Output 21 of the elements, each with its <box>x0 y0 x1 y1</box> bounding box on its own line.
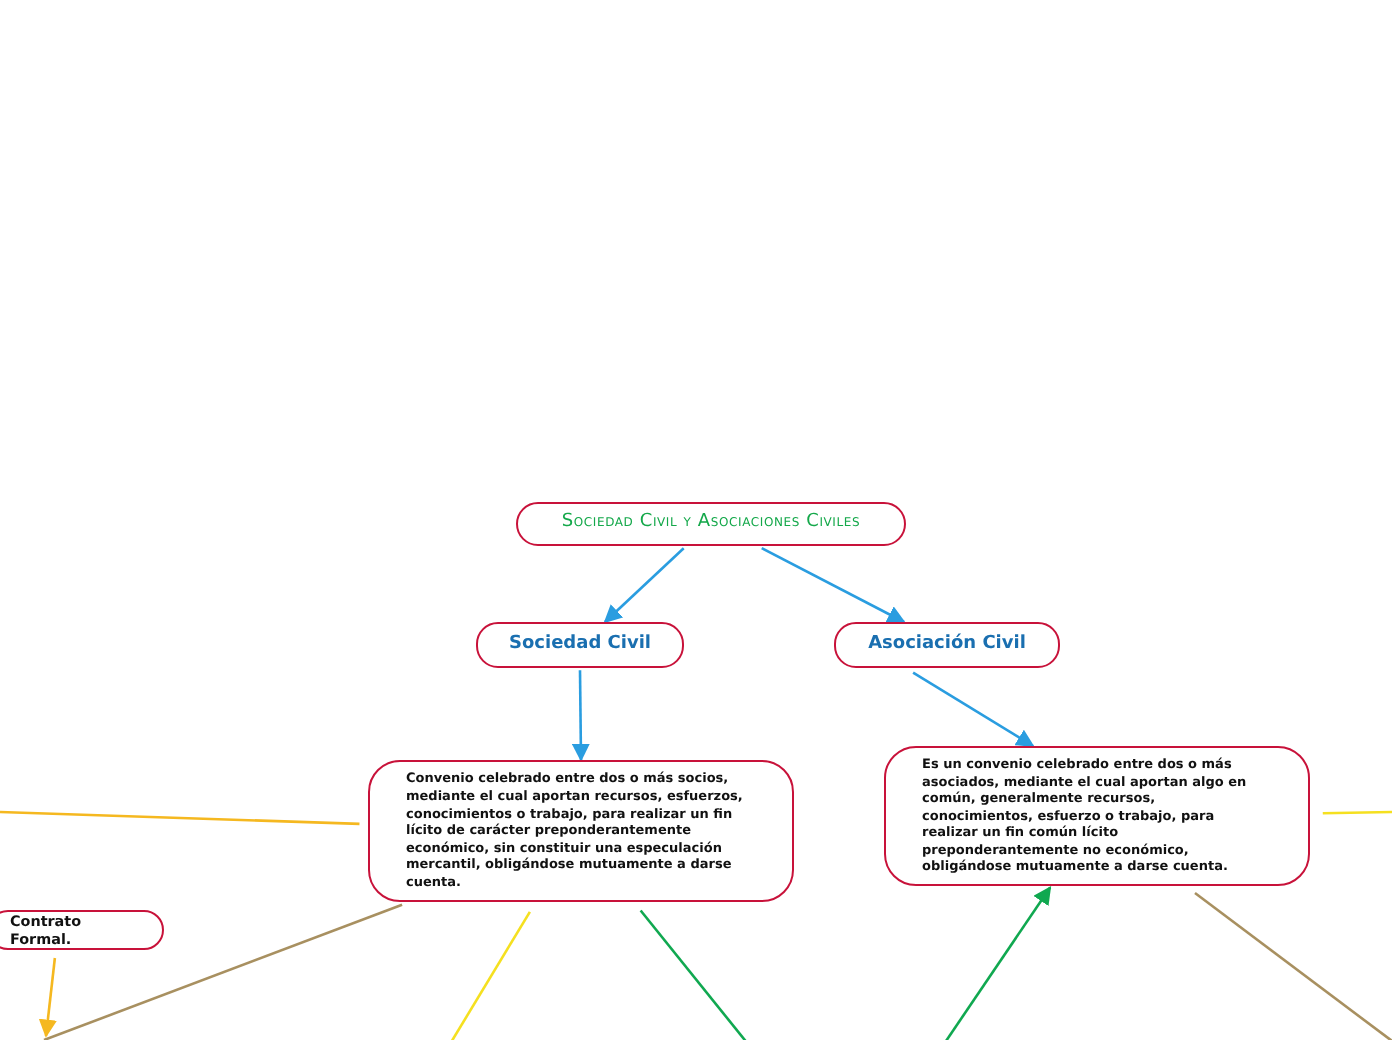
connector-line <box>1194 891 1392 1040</box>
topic-box <box>834 622 1060 668</box>
node-text: Asociación Civil <box>868 633 1026 657</box>
connector-line <box>448 911 531 1040</box>
topic-box <box>0 910 164 950</box>
connector-line <box>1322 810 1392 815</box>
connector-line <box>0 810 360 826</box>
connector-line <box>639 909 749 1040</box>
definition-box <box>884 746 1310 886</box>
arrow <box>942 885 1052 1040</box>
connector-line <box>43 903 403 1040</box>
topic-box <box>516 502 906 546</box>
arrow <box>38 957 57 1038</box>
topic-box <box>476 622 684 668</box>
title-text: Sociedad Civil y Asociaciones Civiles <box>561 512 861 536</box>
arrow <box>761 547 906 624</box>
arrow <box>603 547 685 624</box>
arrow <box>912 671 1035 748</box>
arrow <box>571 670 590 762</box>
node-text: Sociedad Civil <box>508 633 651 657</box>
definition-box <box>368 760 794 902</box>
